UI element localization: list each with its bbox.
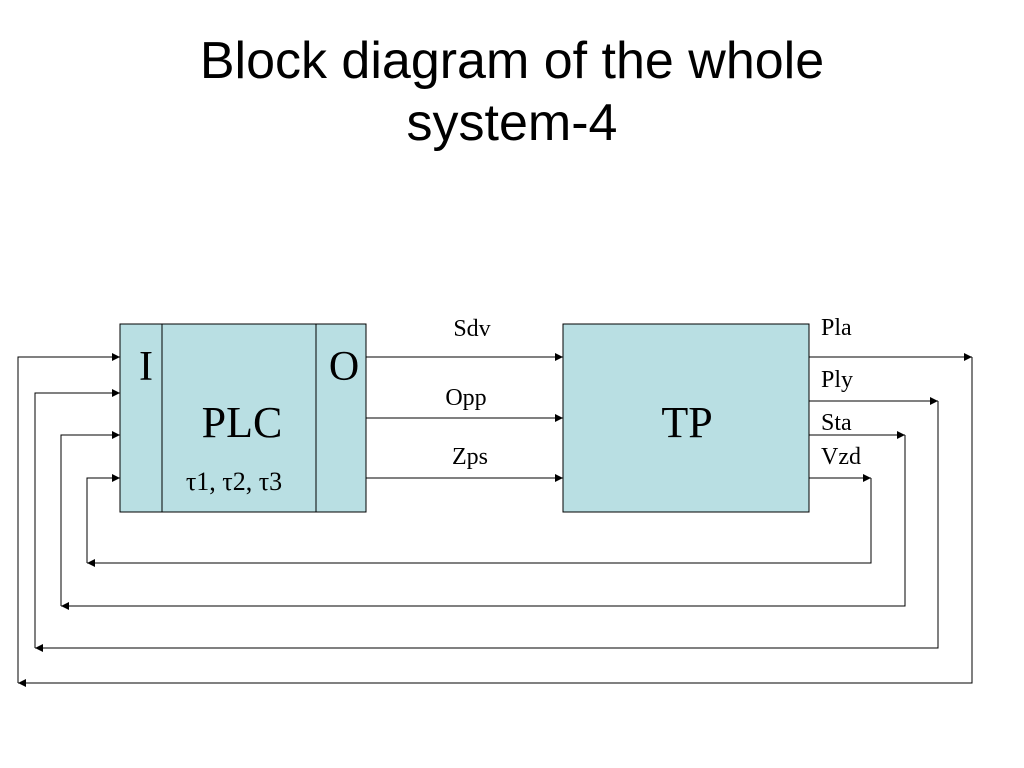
tp-block: TP bbox=[562, 323, 810, 513]
output-label-pla: Pla bbox=[821, 315, 852, 341]
title-line-2: system-4 bbox=[406, 94, 618, 152]
output-label-ply: Ply bbox=[821, 367, 853, 393]
plc-output-label: O bbox=[329, 344, 359, 390]
tp-block-body bbox=[562, 323, 810, 513]
feedback-ply-in-arrow bbox=[34, 389, 120, 648]
feedback-pla-return bbox=[18, 357, 973, 687]
feedback-sta-in-arrow bbox=[60, 431, 120, 606]
signal-label-zps: Zps bbox=[452, 444, 488, 470]
feedback-vzd-in-arrow bbox=[86, 474, 120, 563]
plc-params: τ1, τ2, τ3 bbox=[186, 467, 282, 496]
slide-title: Block diagram of the whole system-4 bbox=[0, 30, 1024, 154]
signal-label-sdv: Sdv bbox=[453, 316, 490, 342]
plc-block-body bbox=[119, 323, 367, 513]
plc-name: PLC bbox=[202, 398, 283, 447]
plc-to-tp-signals bbox=[366, 353, 563, 482]
feedback-vzd-return bbox=[87, 478, 872, 567]
feedback-ply-return bbox=[35, 401, 939, 652]
feedback-sta-return bbox=[61, 435, 906, 610]
signal-label-opp: Opp bbox=[445, 385, 486, 411]
title-line-1: Block diagram of the whole bbox=[199, 32, 825, 90]
plc-block: I O PLC τ1, τ2, τ3 bbox=[119, 323, 367, 513]
plc-input-label: I bbox=[139, 344, 153, 390]
feedback-loops bbox=[17, 353, 973, 687]
tp-name: TP bbox=[661, 398, 712, 447]
output-label-vzd: Vzd bbox=[821, 444, 861, 470]
feedback-pla-in-arrow bbox=[17, 353, 120, 683]
output-label-sta: Sta bbox=[821, 410, 852, 436]
